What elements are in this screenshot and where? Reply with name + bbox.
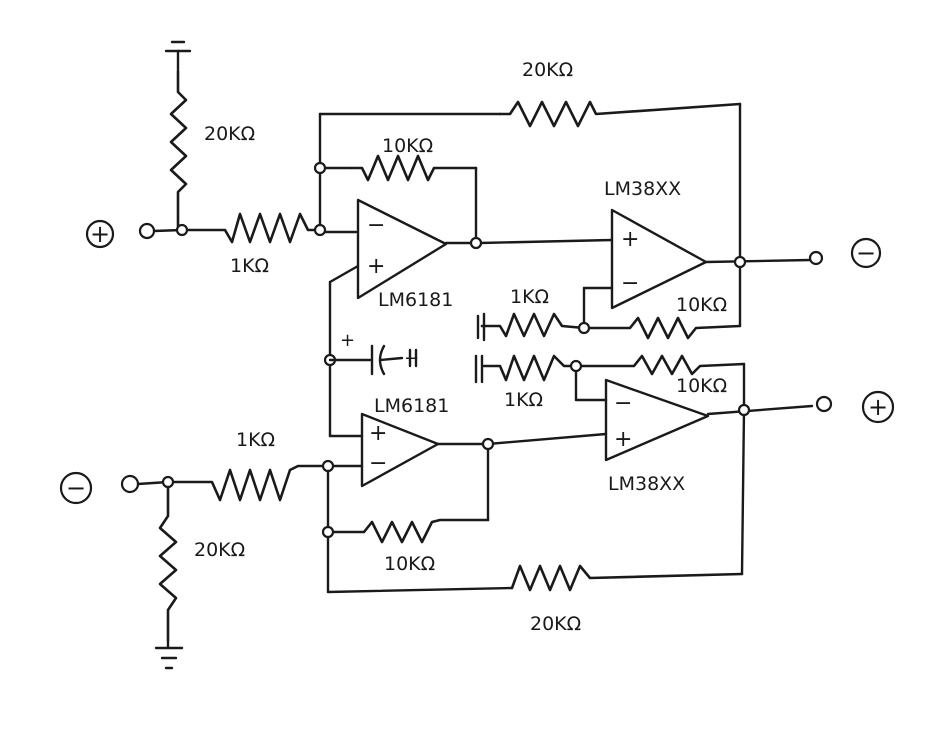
output-node-top xyxy=(808,250,824,266)
label-u2: LM6181 xyxy=(374,395,449,417)
terminal-input-minus[interactable]: − xyxy=(59,471,93,505)
resistor-10k-feedback-top xyxy=(350,154,478,182)
resistor-10k-gain-fb-top xyxy=(582,316,742,340)
resistor-20k-outer-top xyxy=(498,100,742,128)
label-1k-gain-in-bottom: 1KΩ xyxy=(504,389,543,411)
ground-symbol-top xyxy=(164,40,192,74)
opamp-u1 xyxy=(356,198,448,300)
resistor-20k-ground-top xyxy=(169,70,188,228)
ground-symbol-bottom xyxy=(154,638,184,670)
terminal-output-plus-sign: + xyxy=(868,393,888,421)
terminal-input-minus-sign: − xyxy=(66,474,86,502)
label-20k-ground-bottom: 20KΩ xyxy=(194,539,245,561)
resistor-1k-gain-in-top xyxy=(480,312,586,338)
terminal-output-minus[interactable]: − xyxy=(850,237,882,269)
output-node-bottom xyxy=(815,395,833,413)
u4-minus-pin: − xyxy=(614,391,632,416)
resistor-1k-gain-in-bottom xyxy=(482,354,578,382)
label-20k-ground-top: 20KΩ xyxy=(204,123,255,145)
terminal-input-plus-sign: + xyxy=(90,220,110,248)
label-10k-gain-fb-bottom: 10KΩ xyxy=(676,375,727,397)
input-node-top xyxy=(138,222,156,240)
resistor-10k-feedback-bottom xyxy=(362,518,490,544)
u2-minus-pin: − xyxy=(369,451,387,476)
resistor-1k-input-top xyxy=(184,212,320,244)
terminal-output-minus-sign: − xyxy=(856,239,876,267)
capacitor-symbol xyxy=(408,348,418,368)
opamp-u2 xyxy=(360,412,440,488)
label-10k-gain-fb-top: 10KΩ xyxy=(676,294,727,316)
capacitor-plus-mark: + xyxy=(340,330,355,351)
label-10k-feedback-bottom: 10KΩ xyxy=(384,553,435,575)
u3-plus-pin: + xyxy=(621,227,639,252)
u1-minus-pin: − xyxy=(367,213,385,238)
u1-plus-pin: + xyxy=(367,254,385,279)
label-20k-outer-bottom: 20KΩ xyxy=(530,613,581,635)
u2-plus-pin: + xyxy=(369,421,387,446)
terminal-output-plus[interactable]: + xyxy=(861,390,895,424)
u3-minus-pin: − xyxy=(621,271,639,296)
terminal-input-plus[interactable]: + xyxy=(85,219,115,249)
label-u1: LM6181 xyxy=(378,289,453,311)
resistor-10k-gain-fb-bottom xyxy=(574,354,746,376)
label-20k-outer-top: 20KΩ xyxy=(522,59,573,81)
input-node-bottom xyxy=(120,474,140,494)
resistor-20k-outer-bottom xyxy=(510,564,744,592)
label-u3: LM38XX xyxy=(604,178,681,200)
label-u4: LM38XX xyxy=(608,473,685,495)
label-1k-input-top: 1KΩ xyxy=(230,255,269,277)
u4-plus-pin: + xyxy=(614,427,632,452)
label-1k-input-bottom: 1KΩ xyxy=(236,429,275,451)
opamp-u3 xyxy=(610,208,708,310)
label-10k-feedback-top: 10KΩ xyxy=(382,135,433,157)
opamp-u4 xyxy=(604,378,710,462)
label-1k-gain-in-top: 1KΩ xyxy=(510,286,549,308)
resistor-1k-input-bottom xyxy=(168,464,330,502)
resistor-20k-ground-bottom xyxy=(158,480,178,642)
